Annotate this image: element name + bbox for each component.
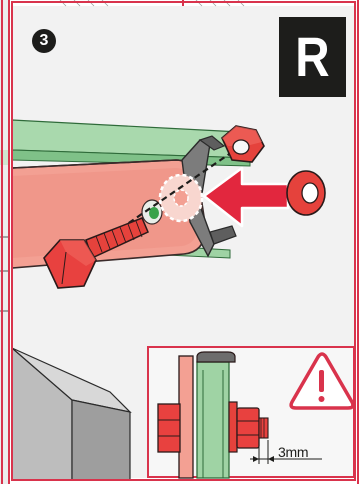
gap-dimension-label: 3mm [278,444,308,460]
side-indicator-letter: R [284,17,341,97]
side-indicator-badge: R [279,17,346,97]
loose-washer [287,171,325,215]
step-number-badge: 3 [32,29,56,53]
